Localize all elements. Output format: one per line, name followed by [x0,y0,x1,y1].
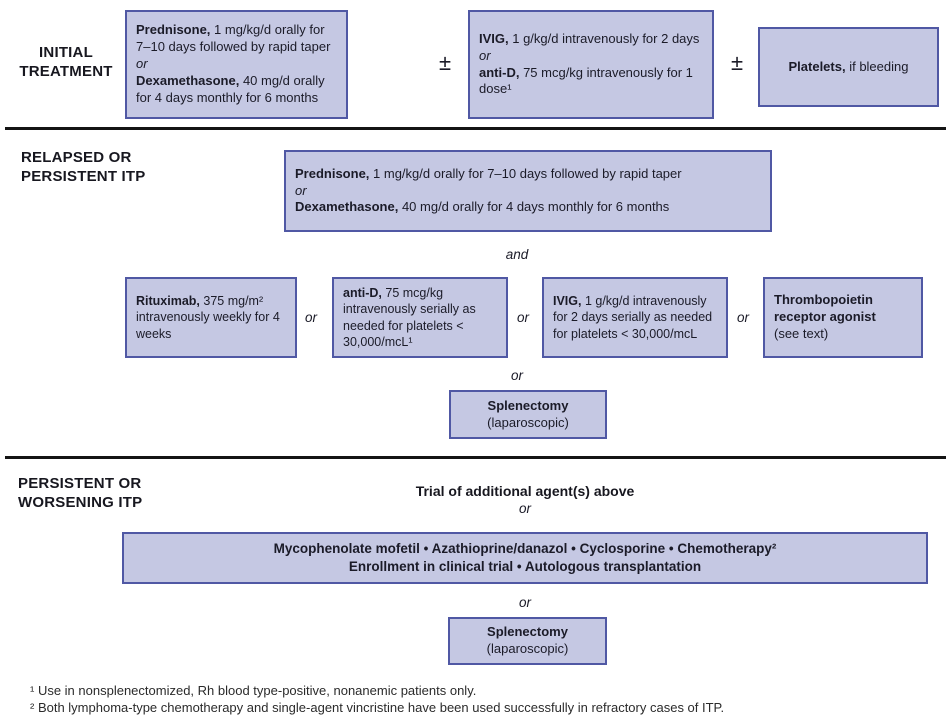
drug-desc: (see text) [774,325,829,341]
trial-of-agents-text: Trial of additional agent(s) above [415,483,635,499]
and-connector: and [505,247,529,262]
drug-name: IVIG, [553,294,582,309]
platelets-box: Platelets, if bleeding [758,27,939,107]
drug-name: anti-D, [479,64,520,80]
section-label-persistent-worsening-itp: PERSISTENT OR WORSENING ITP [18,475,143,511]
drug-desc: 1 g/kg/d intravenously for 2 days serial… [553,294,713,341]
drug-name: IVIG, [479,30,509,46]
drug-name: Prednisone, [295,165,370,181]
agents-line: Mycophenolate mofetil • Azathioprine/dan… [273,541,777,557]
or-connector: or [518,595,531,610]
or-connector: or [510,368,523,383]
or-word: or [136,56,148,72]
additional-agents-box: Mycophenolate mofetil • Azathioprine/dan… [122,532,928,584]
drug-name: anti-D, [343,286,382,300]
section-divider [5,127,946,130]
plus-minus-symbol: ± [438,50,452,75]
footnote-2: ² Both lymphoma-type chemotherapy and si… [30,700,725,715]
drug-name: Platelets, [788,58,846,74]
drug-desc: 75 mcg/kg intravenously for 1 dose¹ [479,64,693,97]
footnote-1: ¹ Use in nonsplenectomized, Rh blood typ… [30,683,477,698]
or-connector: or [516,310,529,325]
plus-minus-symbol: ± [730,50,744,75]
drug-name: Dexamethasone, [295,199,399,215]
initial-steroid-box: Prednisone, 1 mg/kg/d orally for 7–10 da… [125,10,348,119]
or-word: or [479,47,491,63]
splenectomy-box: Splenectomy (laparoscopic) [449,390,607,439]
or-connector: or [518,501,531,516]
section-divider [5,456,946,459]
drug-desc: 1 g/kg/d intravenously for 2 days [508,30,700,46]
drug-desc: 75 mcg/kg intravenously serially as need… [343,286,476,349]
drug-desc: 40 mg/d orally for 4 days monthly for 6 … [136,72,325,105]
drug-name: Rituximab, [136,294,200,309]
drug-desc: 40 mg/d orally for 4 days monthly for 6 … [398,199,670,215]
drug-desc: 375 mg/m² intravenously weekly for 4 wee… [136,294,280,341]
or-connector: or [304,310,317,325]
or-word: or [295,182,307,198]
ivig-serial-box: IVIG, 1 g/kg/d intravenously for 2 days … [542,277,728,358]
initial-ivig-antid-box: IVIG, 1 g/kg/d intravenously for 2 days … [468,10,714,119]
section-label-initial-treatment: INITIAL TREATMENT [19,44,113,80]
splenectomy-box: Splenectomy (laparoscopic) [448,617,607,665]
or-connector: or [736,310,749,325]
drug-desc: 1 mg/kg/d orally for 7–10 days followed … [136,22,331,55]
relapsed-steroid-box: Prednisone, 1 mg/kg/d orally for 7–10 da… [284,150,772,232]
drug-name: Thrombopoietin receptor agonist [774,292,876,325]
anti-d-box: anti-D, 75 mcg/kg intravenously serially… [332,277,508,358]
procedure-desc: (laparoscopic) [486,641,569,656]
section-label-relapsed-persistent-itp: RELAPSED OR PERSISTENT ITP [21,149,146,185]
rituximab-box: Rituximab, 375 mg/m² intravenously weekl… [125,277,297,358]
drug-name: Prednisone, [136,22,211,38]
procedure-desc: (laparoscopic) [487,414,569,430]
drug-desc: 1 mg/kg/d orally for 7–10 days followed … [369,165,682,181]
agents-line: Enrollment in clinical trial • Autologou… [348,559,702,574]
thrombopoietin-agonist-box: Thrombopoietin receptor agonist (see tex… [763,277,923,358]
procedure-name: Splenectomy [487,397,569,413]
drug-desc: if bleeding [845,58,909,74]
drug-name: Dexamethasone, [136,72,240,88]
procedure-name: Splenectomy [487,624,568,640]
